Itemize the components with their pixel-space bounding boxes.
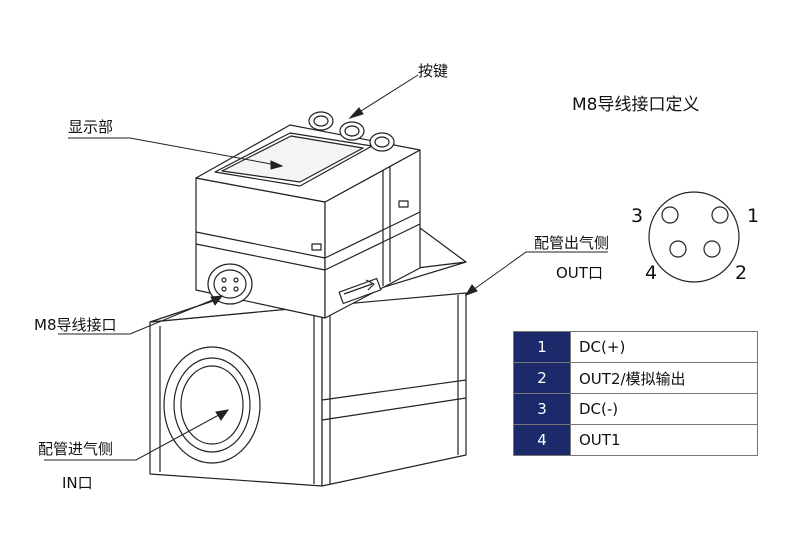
pin-number-4: 4 xyxy=(645,262,658,284)
pin-cell: 3 xyxy=(513,393,571,425)
pin-number-1: 1 xyxy=(747,205,760,227)
signal-cell: OUT1 xyxy=(570,424,758,456)
pin-cell: 2 xyxy=(513,362,571,394)
inlet-port-label: IN口 xyxy=(62,474,93,492)
display-label: 显示部 xyxy=(68,118,114,136)
inlet-label: 配管进气侧 xyxy=(38,440,114,458)
m8-connector xyxy=(207,263,253,305)
m8-definition-title: M8导线接口定义 xyxy=(572,95,700,115)
pin-cell: 4 xyxy=(513,424,571,456)
key-buttons xyxy=(308,111,395,152)
m8-port-label: M8导线接口 xyxy=(34,316,117,334)
leader-lines xyxy=(44,74,608,461)
signal-cell: DC(+) xyxy=(570,331,758,363)
pin-cell: 1 xyxy=(513,331,571,363)
table-row: 2 OUT2/模拟输出 xyxy=(513,362,758,394)
outlet-port-label: OUT口 xyxy=(556,264,603,282)
table-row: 1 DC(+) xyxy=(513,331,758,363)
pin-number-3: 3 xyxy=(631,205,644,227)
outlet-label: 配管出气侧 xyxy=(534,234,610,252)
buttons-label: 按键 xyxy=(418,62,449,80)
signal-cell: OUT2/模拟输出 xyxy=(570,362,758,394)
m8-pin-diagram xyxy=(648,191,740,283)
table-row: 3 DC(-) xyxy=(513,393,758,425)
pin-number-2: 2 xyxy=(735,262,748,284)
inlet-port xyxy=(163,346,261,464)
table-row: 4 OUT1 xyxy=(513,424,758,456)
pin-definition-table: 1 DC(+) 2 OUT2/模拟输出 3 DC(-) 4 OUT1 xyxy=(513,331,758,456)
display-head xyxy=(195,124,421,319)
signal-cell: DC(-) xyxy=(570,393,758,425)
